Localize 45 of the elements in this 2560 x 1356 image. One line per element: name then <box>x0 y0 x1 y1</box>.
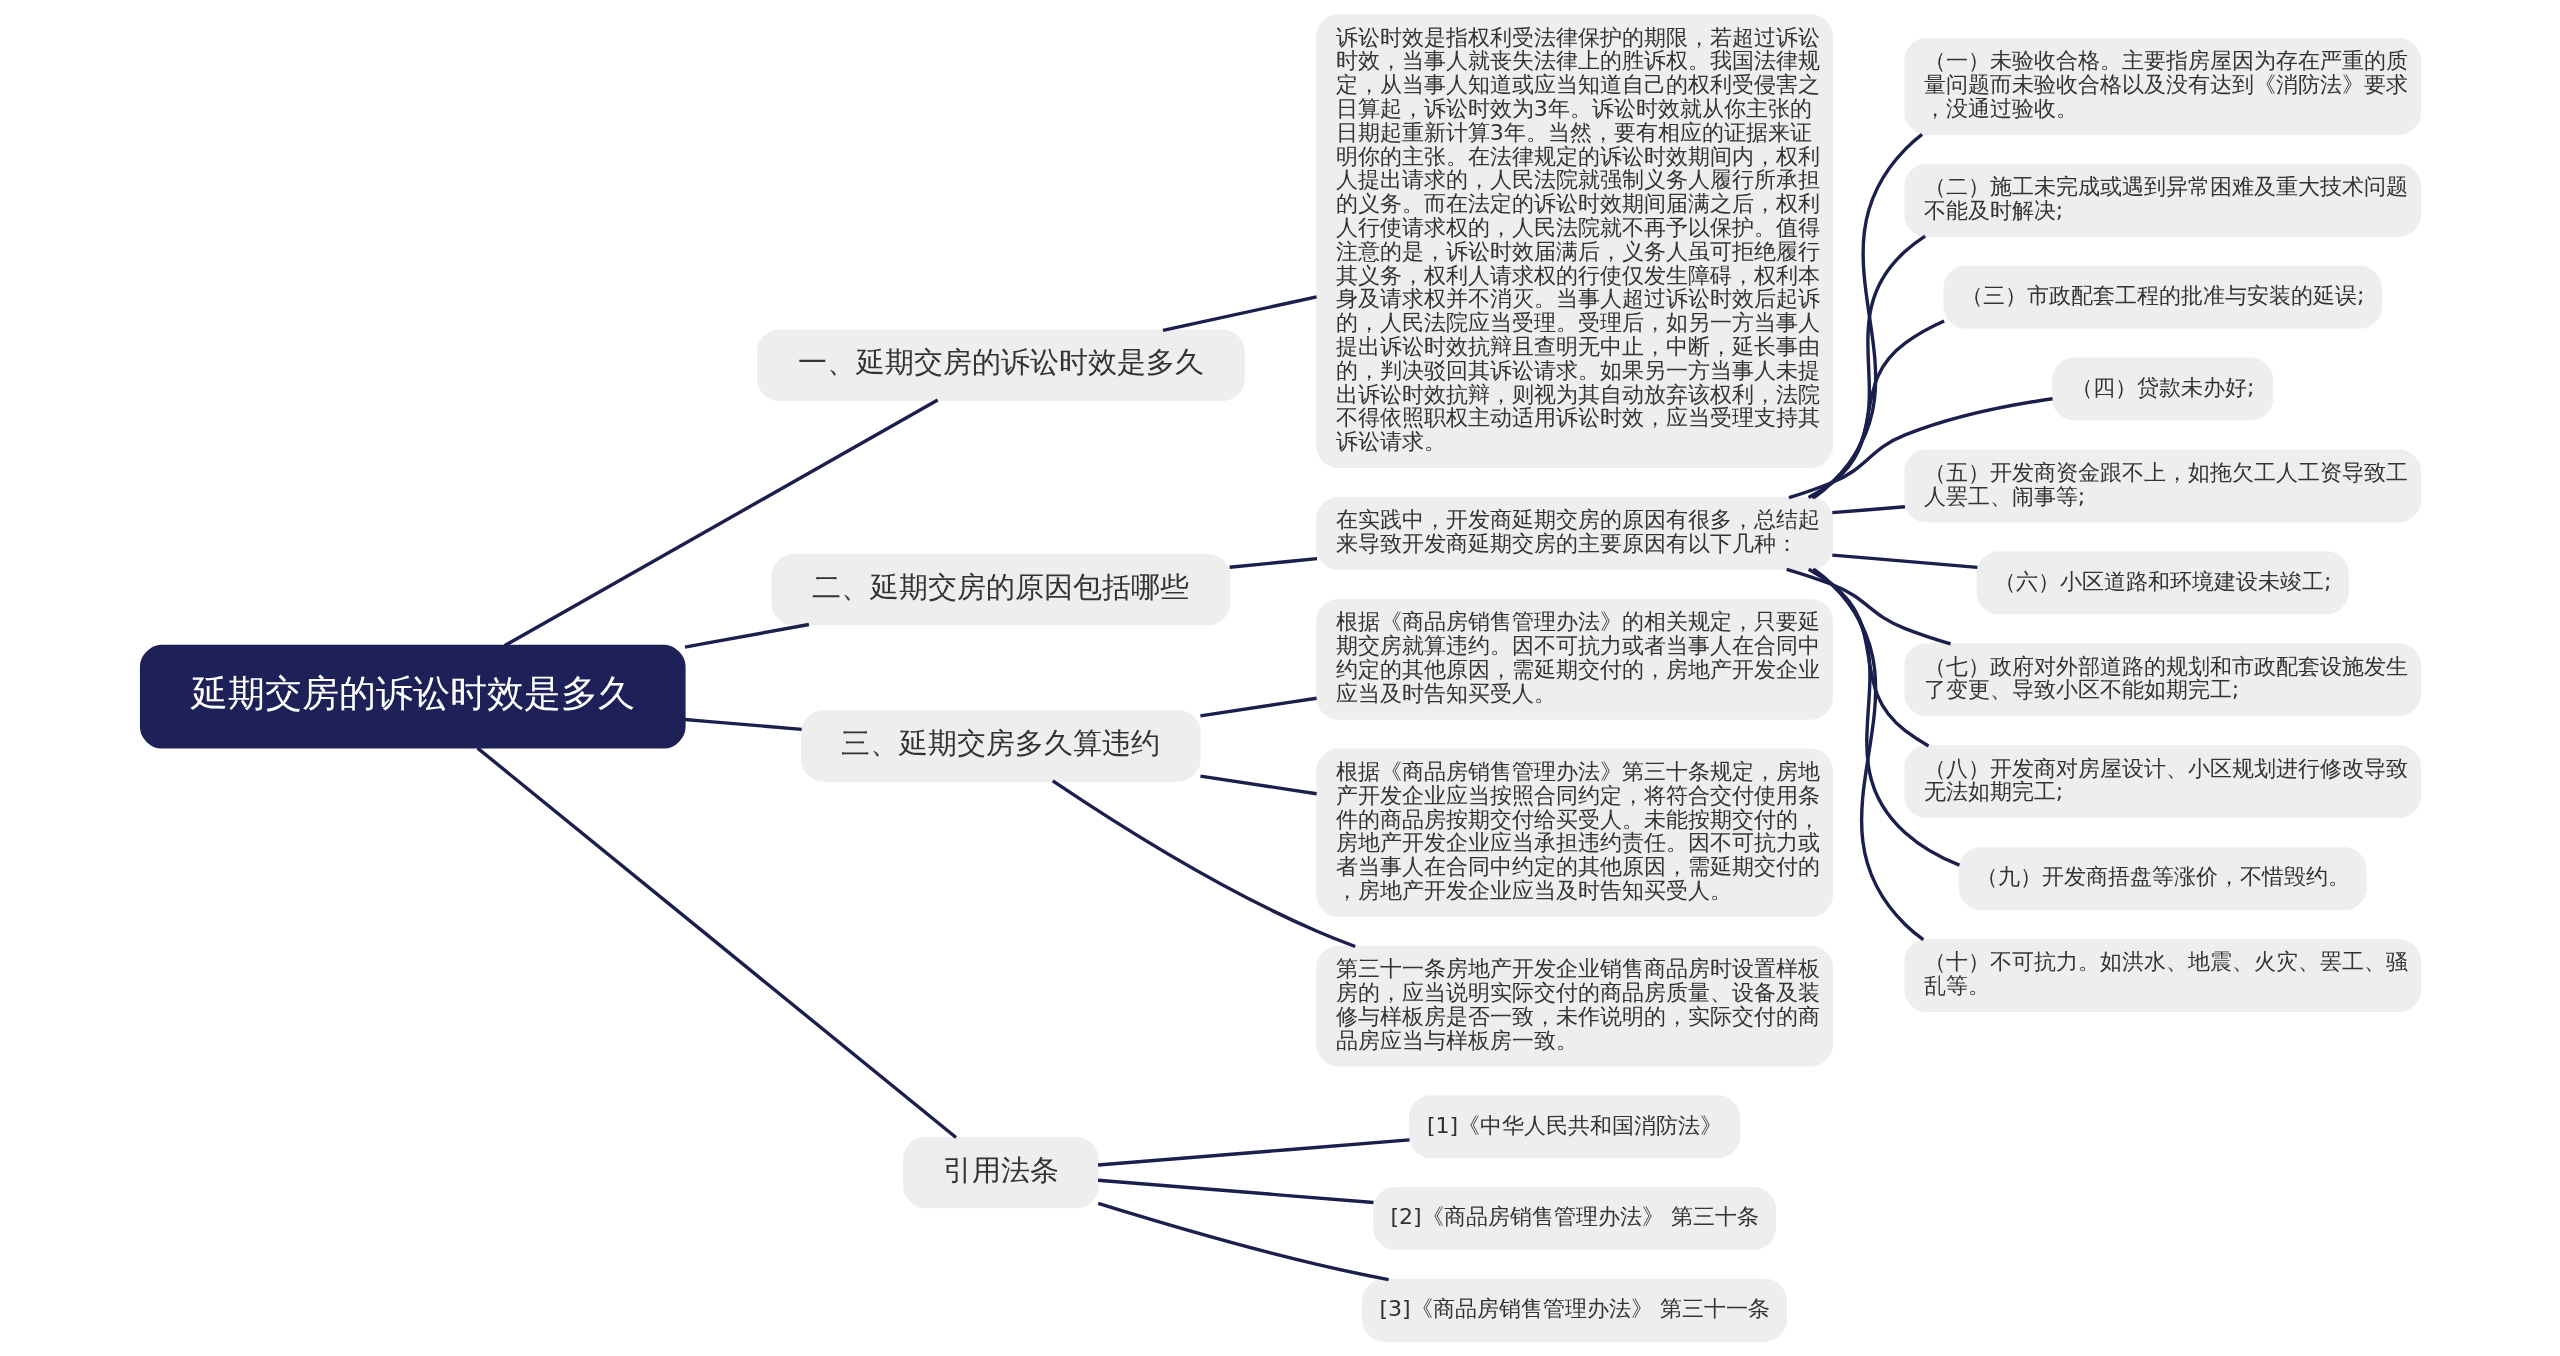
node-box: 三、延期交房多久算违约 <box>800 710 1201 782</box>
connector <box>1831 505 1905 515</box>
connector <box>1051 779 1356 949</box>
node-box: 延期交房的诉讼时效是多久 <box>139 644 686 749</box>
node-box: （十）不可抗力。如洪水、地震、火灾、罢工、骚乱等。 <box>1903 938 2421 1012</box>
connector <box>1831 553 1977 570</box>
connector <box>1199 696 1317 718</box>
connector <box>503 398 939 648</box>
connector <box>1097 1138 1410 1167</box>
connector <box>1812 133 1923 500</box>
connector <box>1810 234 1926 500</box>
node-box: 二、延期交房的原因包括哪些 <box>770 553 1230 626</box>
node-box: （六）小区道路和环境建设未竣工; <box>1976 551 2349 615</box>
connector <box>1811 568 1960 867</box>
connector <box>1097 1201 1389 1282</box>
connector <box>1807 567 1929 748</box>
node-box: （七）政府对外部道路的规划和市政配套设施发生了变更、导致小区不能如期完工; <box>1903 643 2421 717</box>
node-box: 第三十一条房地产开发企业销售商品房时设置样板房的，应当说明实际交付的商品房质量、设备及装修与样板房是否一致，未作说明的，实际交付的商品房应当与样板房一致。 <box>1315 945 1833 1067</box>
node-box: [1]《中华人民共和国消防法》 <box>1408 1095 1740 1159</box>
connector <box>1228 557 1317 569</box>
node-box: 根据《商品房销售管理办法》第三十条规定，房地产开发企业应当按照合同约定，将符合交付使用条件的商品房按期交付给买受人。未能按期交付的，房地产开发企业应当承担违约责任。因不可抗力或者当事人在合同中约定的其他原因，需延期交付的，房地产开发企业应当及时告知买受人。 <box>1315 748 1833 917</box>
connector <box>1812 567 1924 941</box>
node-box: （三）市政配套工程的批准与安装的延误; <box>1942 265 2382 329</box>
connector <box>1787 397 2053 500</box>
connector <box>1097 1178 1374 1205</box>
connector <box>1162 295 1317 332</box>
connector <box>684 717 802 732</box>
connector <box>476 746 957 1139</box>
node-box: [2]《商品房销售管理办法》 第三十条 <box>1372 1187 1776 1250</box>
connector <box>1785 567 1951 646</box>
node-box: （一）未验收合格。主要指房屋因为存在严重的质量问题而未验收合格以及没有达到《消防法》要求，没通过验收。 <box>1903 38 2421 135</box>
node-box: （九）开发商捂盘等涨价，不惜毁约。 <box>1958 847 2367 910</box>
node-box: （二）施工未完成或遇到异常困难及重大技术问题不能及时解决; <box>1903 163 2421 237</box>
node-box: 一、延期交房的诉讼时效是多久 <box>756 329 1245 401</box>
connector <box>684 622 809 649</box>
node-box: [3]《商品房销售管理办法》 第三十一条 <box>1361 1278 1787 1342</box>
connector <box>1199 774 1317 796</box>
node-box: 诉讼时效是指权利受法律保护的期限，若超过诉讼时效，当事人就丧失法律上的胜诉权。我国法律规定，从当事人知道或应当知道自己的权利受侵害之日算起，诉讼时效为3年。诉讼时效就从你主张的日期起重新计算3年。当然，要有相应的证据来证明你的主张。在法律规定的诉讼时效期间内，权利人提出请求的，人民法院就强制义务人履行所承担的义务。而在法定的诉讼时效期间届满之后，权利人行使请求权的，人民法院就不再予以保护。值得注意的是，诉讼时效届满后，义务人虽可拒绝履行其义务，权利人请求权的行使仅发生障碍，权利本身及请求权并不消灭。当事人超过诉讼时效后起诉的，人民法院应当受理。受理后，如另一方当事人提出诉讼时效抗辩且查明无中止，中断，延长事由的，判决驳回其诉讼请求。如果另一方当事人未提出诉讼时效抗辩，则视为其自动放弃该权利，法院不得依照职权主动适用诉讼时效，应当受理支持其诉讼请求。 <box>1315 14 1833 469</box>
connector <box>1807 319 1945 500</box>
node-box: 引用法条 <box>902 1136 1099 1209</box>
node-box: 在实践中，开发商延期交房的原因有很多，总结起来导致开发商延期交房的主要原因有以下几种： <box>1315 496 1833 571</box>
node-box: （四）贷款未办好; <box>2051 357 2273 421</box>
node-box: 根据《商品房销售管理办法》的相关规定，只要延期交房就算违约。因不可抗力或者当事人在合同中约定的其他原因，需延期交付的，房地产开发企业应当及时告知买受人。 <box>1315 598 1833 720</box>
node-box: （五）开发商资金跟不上，如拖欠工人工资导致工人罢工、闹事等; <box>1903 449 2421 523</box>
node-box: （八）开发商对房屋设计、小区规划进行修改导致无法如期完工; <box>1903 745 2421 819</box>
